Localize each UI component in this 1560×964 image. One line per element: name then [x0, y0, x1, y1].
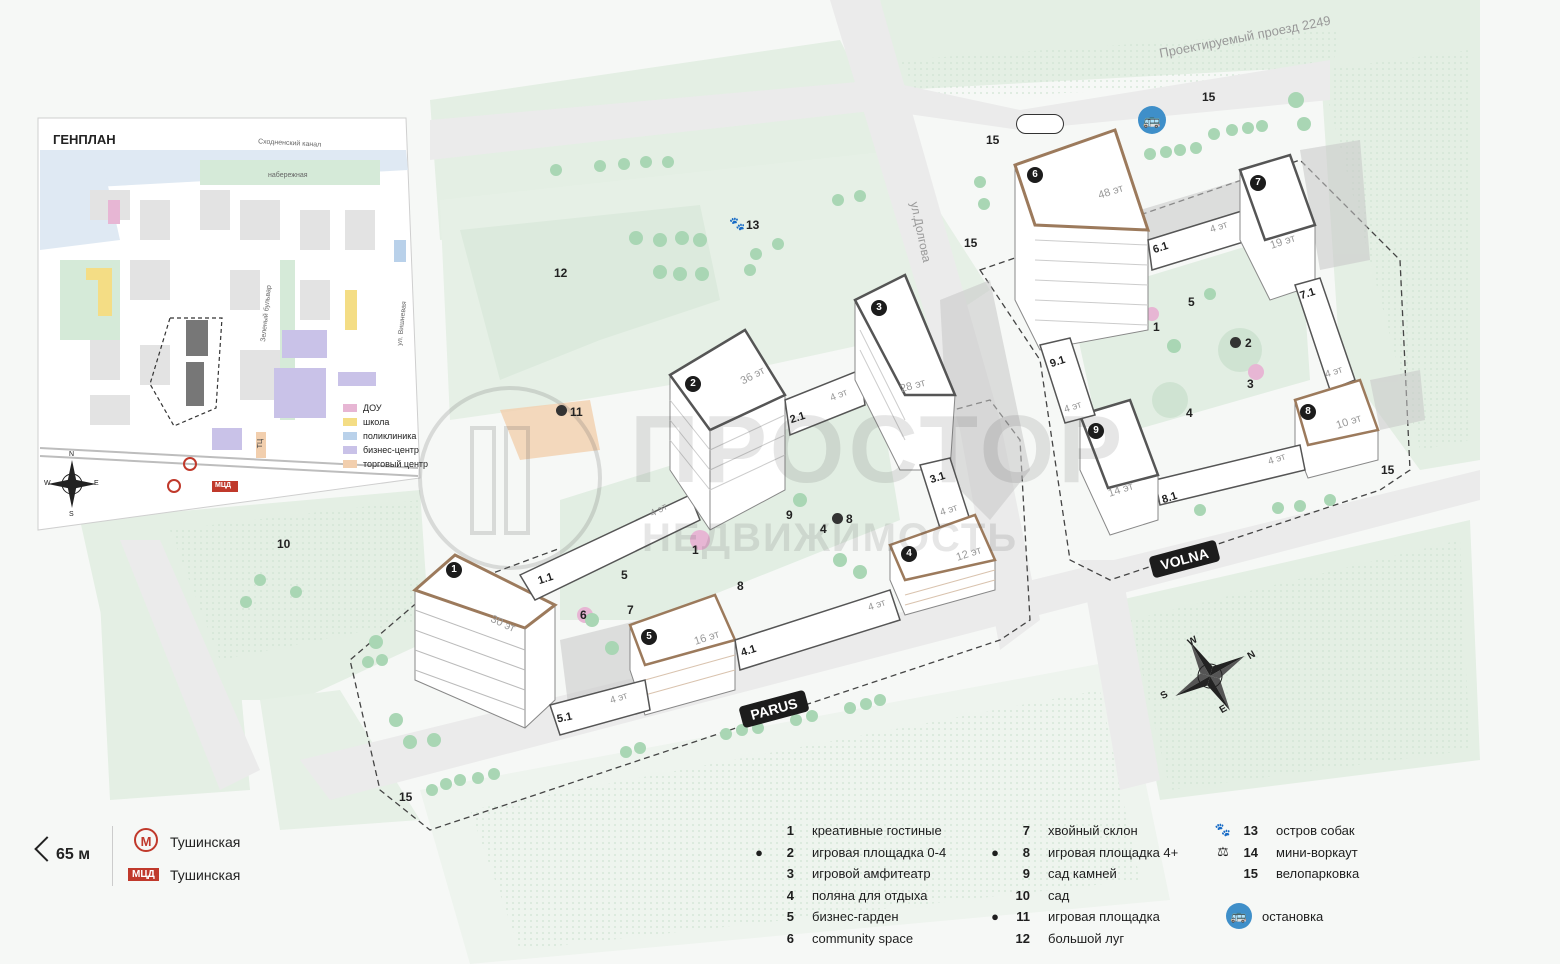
genplan-inset	[37, 117, 421, 531]
building-4[interactable]	[888, 513, 997, 616]
section-4-1[interactable]	[734, 589, 901, 671]
metro-icon	[167, 457, 197, 493]
green-areas	[80, 0, 1480, 964]
compass-rose	[1175, 641, 1245, 711]
inset-compass	[48, 460, 96, 508]
bus-stop-icon[interactable]: 🚌	[1138, 106, 1166, 134]
section-9-1[interactable]	[1039, 337, 1096, 424]
section-1-1[interactable]	[518, 493, 701, 601]
section-5-1[interactable]	[549, 679, 651, 736]
building-6[interactable]	[1013, 128, 1151, 351]
section-7-1[interactable]	[1294, 277, 1356, 391]
building-5[interactable]	[628, 593, 737, 716]
site-boundary-parus	[349, 399, 1031, 831]
section-2-1[interactable]	[784, 368, 866, 437]
trees	[240, 92, 1336, 796]
watermark	[418, 386, 602, 570]
